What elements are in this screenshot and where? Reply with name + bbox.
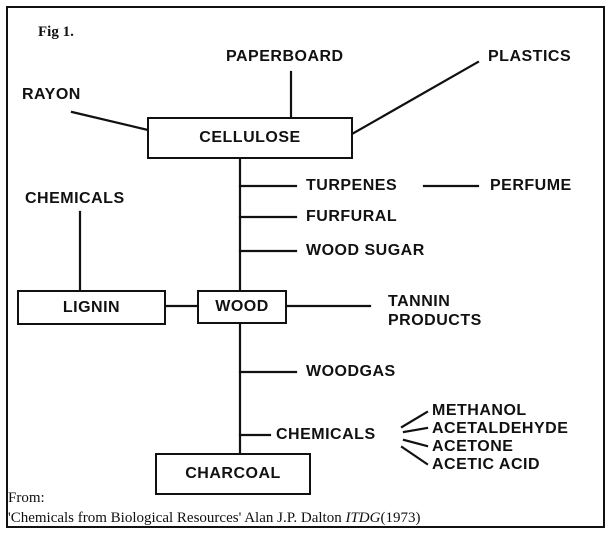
figure-label: Fig 1. bbox=[38, 24, 74, 40]
label-tannin-products: PRODUCTS bbox=[388, 312, 482, 329]
source-citation: 'Chemicals from Biological Resources' Al… bbox=[8, 510, 420, 527]
label-woodgas: WOODGAS bbox=[306, 363, 396, 380]
label-chemicals-charcoal: CHEMICALS bbox=[276, 426, 376, 443]
label-perfume: PERFUME bbox=[490, 177, 572, 194]
source-title: 'Chemicals from Biological Resources' bbox=[8, 510, 242, 526]
label-acetic-acid: ACETIC ACID bbox=[432, 456, 541, 473]
source-year: (1973) bbox=[380, 510, 421, 526]
source-author: Alan J.P. Dalton bbox=[244, 510, 342, 526]
line-acetone bbox=[402, 438, 429, 448]
label-tannin: TANNIN bbox=[388, 293, 451, 310]
line-methanol bbox=[400, 410, 429, 429]
label-wood-sugar: WOOD SUGAR bbox=[306, 242, 425, 259]
figure-frame bbox=[6, 6, 605, 528]
label-plastics: PLASTICS bbox=[488, 48, 572, 65]
line-rayon bbox=[70, 110, 150, 132]
node-wood: WOOD bbox=[197, 290, 287, 324]
node-charcoal: CHARCOAL bbox=[155, 453, 311, 495]
line-plastics bbox=[350, 60, 480, 136]
label-rayon: RAYON bbox=[22, 86, 81, 103]
label-paperboard: PAPERBOARD bbox=[226, 48, 344, 65]
label-acetaldehyde: ACETALDEHYDE bbox=[432, 420, 569, 437]
label-furfural: FURFURAL bbox=[306, 208, 398, 225]
node-cellulose: CELLULOSE bbox=[147, 117, 353, 159]
label-acetone: ACETONE bbox=[432, 438, 514, 455]
node-lignin: LIGNIN bbox=[17, 290, 166, 325]
source-publisher: ITDG bbox=[345, 510, 381, 526]
label-chemicals-lignin: CHEMICALS bbox=[25, 190, 125, 207]
source-prefix: From: bbox=[8, 490, 45, 506]
line-aceticacid bbox=[400, 445, 429, 466]
label-methanol: METHANOL bbox=[432, 402, 527, 419]
line-acetaldehyde bbox=[402, 426, 429, 434]
label-turpenes: TURPENES bbox=[306, 177, 398, 194]
